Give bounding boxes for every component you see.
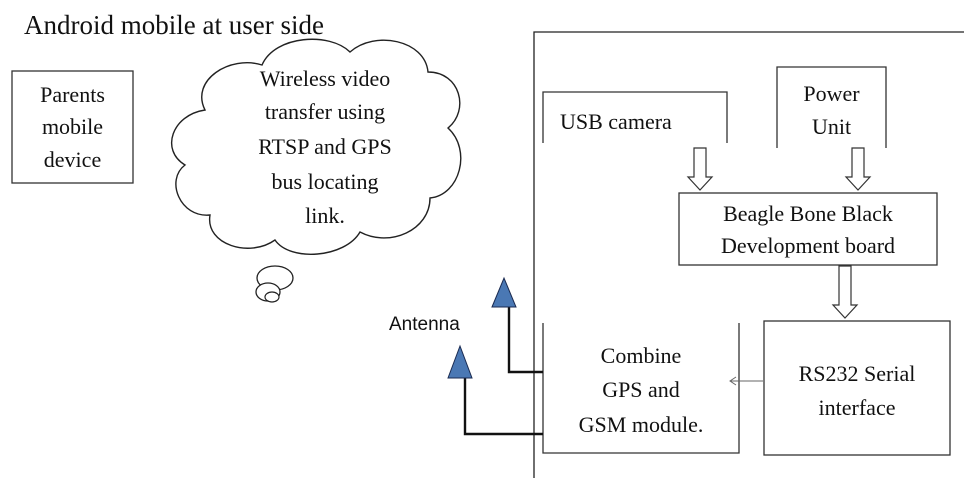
arrow-beagle-to-rs232: [831, 265, 859, 319]
cloud-line-3: RTSP and GPS: [258, 134, 392, 159]
rs232-box: [763, 320, 951, 456]
cloud-line-1: Wireless video: [259, 66, 391, 91]
antenna-upper-icon: [491, 276, 517, 308]
arrow-power-to-beagle: [844, 147, 872, 191]
system-boundary: [533, 31, 964, 478]
power-unit-box: [776, 66, 887, 148]
antenna-line-upper: [507, 306, 543, 374]
rs232-label-1: RS232 Serial: [798, 361, 916, 386]
parents-label-2: mobile: [41, 114, 104, 139]
gps-gsm-label-1: Combine: [600, 343, 682, 368]
cloud-line-2: transfer using: [264, 99, 386, 124]
beagle-label-1: Beagle Bone Black: [723, 201, 893, 226]
gps-gsm-label-2: GPS and: [602, 377, 680, 402]
antenna-label: Antenna: [389, 314, 460, 335]
cloud-line-4: bus locating: [271, 169, 379, 194]
usb-camera-box: [542, 91, 728, 143]
parents-box: [11, 70, 134, 184]
antenna-lower-icon: [447, 344, 473, 379]
power-unit-label-1: Power: [803, 81, 860, 106]
usb-camera-label: USB camera: [560, 109, 672, 134]
parents-label-1: Parents: [40, 82, 105, 107]
gps-gsm-box: [542, 323, 740, 454]
antenna-line-lower: [463, 377, 543, 436]
cloud-bubble-small: [264, 291, 280, 303]
cloud-shape: [171, 38, 462, 255]
beagle-box: [678, 192, 938, 266]
diagram-title: Android mobile at user side: [24, 10, 324, 40]
parents-label-3: device: [43, 147, 102, 172]
arrow-usb-to-beagle: [686, 147, 714, 191]
gps-gsm-label-3: GSM module.: [578, 412, 704, 437]
rs232-label-2: interface: [818, 395, 896, 420]
beagle-label-2: Development board: [720, 233, 896, 258]
cloud-line-5: link.: [305, 203, 345, 228]
power-unit-label-2: Unit: [811, 114, 852, 139]
